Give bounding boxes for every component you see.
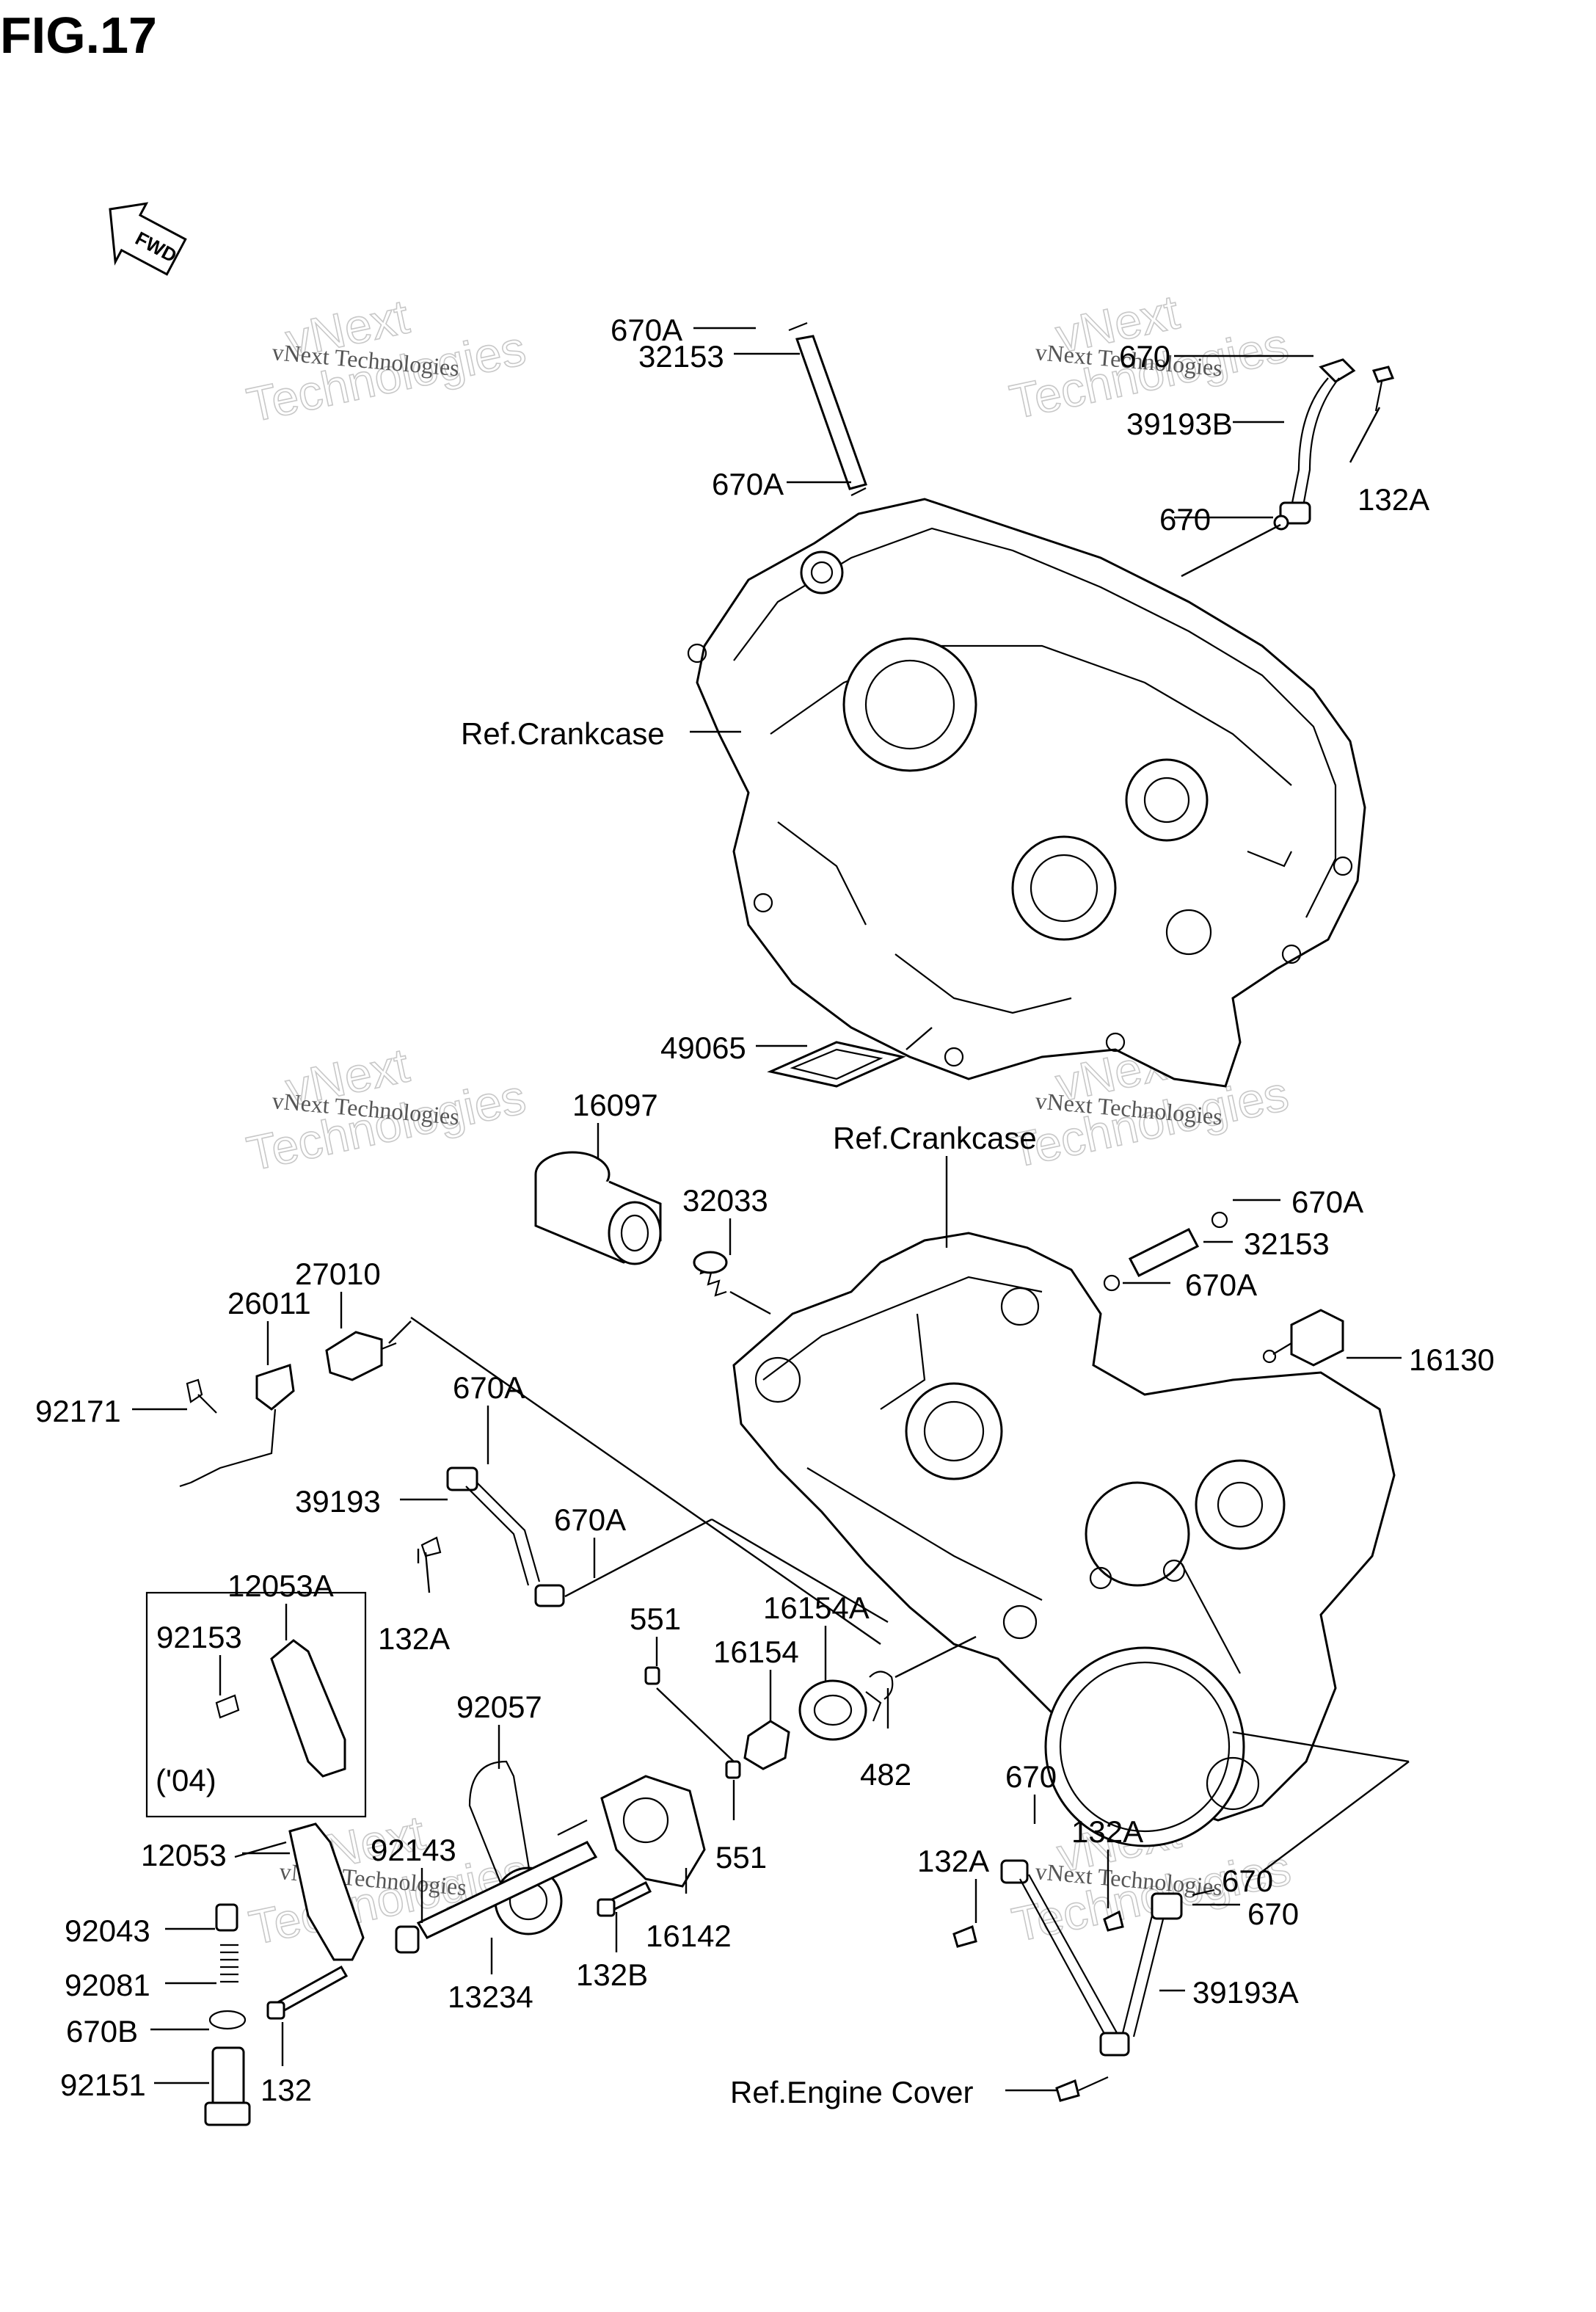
oil-pump bbox=[557, 1775, 706, 1888]
label-670A-top: 670A bbox=[611, 313, 682, 347]
label-670B: 670B bbox=[66, 2014, 138, 2049]
bolt-132B bbox=[597, 1880, 652, 1917]
upper-crankcase bbox=[687, 498, 1366, 1088]
label-670A-right1: 670A bbox=[1291, 1185, 1363, 1219]
label-ref-engine-cover: Ref.Engine Cover bbox=[730, 2075, 974, 2109]
label-12053: 12053 bbox=[141, 1838, 227, 1872]
label-49065: 49065 bbox=[660, 1030, 746, 1065]
label-27010: 27010 bbox=[295, 1257, 381, 1291]
label-39193B: 39193B bbox=[1126, 407, 1233, 441]
label-16142: 16142 bbox=[646, 1919, 732, 1953]
label-670A-right2: 670A bbox=[1185, 1268, 1257, 1302]
pump-rotors bbox=[743, 1679, 882, 1770]
label-670A-top2: 670A bbox=[712, 467, 784, 501]
oil-pressure-switch bbox=[325, 1331, 397, 1381]
label-551-b: 551 bbox=[715, 1840, 767, 1875]
label-16154: 16154 bbox=[713, 1635, 799, 1669]
label-92043: 92043 bbox=[65, 1913, 150, 1948]
plug-16130 bbox=[1262, 1309, 1344, 1367]
figure-title: FIG.17 bbox=[0, 7, 157, 64]
label-39193A: 39193A bbox=[1192, 1975, 1299, 2010]
bolt-132 bbox=[266, 1965, 349, 2020]
label-92081: 92081 bbox=[65, 1968, 150, 2002]
label-670-right2: 670 bbox=[1222, 1864, 1273, 1898]
circlip-482 bbox=[869, 1671, 894, 1700]
label-ref-crankcase-upper: Ref.Crankcase bbox=[461, 716, 665, 751]
pipe-39193 bbox=[420, 1466, 565, 1607]
label-32153-top: 32153 bbox=[638, 339, 724, 374]
clamp-92171 bbox=[186, 1378, 217, 1414]
label-670A-mid1: 670A bbox=[453, 1370, 525, 1405]
label-482: 482 bbox=[860, 1757, 911, 1792]
oil-filter bbox=[534, 1151, 662, 1265]
label-26011: 26011 bbox=[227, 1286, 311, 1320]
label-132A-right2: 132A bbox=[917, 1844, 989, 1878]
watermark-top-right: vNext Technologies bbox=[1005, 283, 1294, 429]
pipe-39193B bbox=[1273, 358, 1395, 531]
label-32153-right: 32153 bbox=[1244, 1226, 1330, 1261]
chain-guide-12053 bbox=[288, 1822, 365, 1961]
fwd-arrow-icon: FWD bbox=[109, 202, 187, 276]
label-132B: 132B bbox=[576, 1957, 648, 1992]
leader-lines bbox=[132, 327, 1410, 2092]
label-132A-right1: 132A bbox=[1071, 1814, 1143, 1849]
label-16154A: 16154A bbox=[763, 1591, 870, 1625]
label-92057: 92057 bbox=[456, 1690, 542, 1724]
label-670A-mid2: 670A bbox=[554, 1502, 626, 1537]
relief-valve-parts bbox=[204, 1903, 251, 2126]
label-92143: 92143 bbox=[371, 1833, 456, 1867]
label-132A-mid: 132A bbox=[378, 1621, 450, 1656]
label-670-right3: 670 bbox=[1247, 1897, 1299, 1931]
inset-box-2004 bbox=[145, 1591, 367, 1818]
label-670-top: 670 bbox=[1119, 339, 1170, 374]
pipe-32153-top bbox=[788, 321, 867, 496]
label-132A-top: 132A bbox=[1358, 482, 1429, 517]
label-92151: 92151 bbox=[60, 2068, 146, 2102]
pipe-32153-right bbox=[1103, 1211, 1228, 1292]
label-132: 132 bbox=[260, 2073, 312, 2107]
label-year-note: ('04) bbox=[156, 1763, 216, 1797]
label-16130: 16130 bbox=[1409, 1342, 1495, 1377]
spring-32033 bbox=[693, 1251, 728, 1297]
label-39193: 39193 bbox=[295, 1484, 381, 1519]
label-32033: 32033 bbox=[682, 1183, 768, 1218]
pump-shaft bbox=[395, 1841, 598, 1954]
label-16097: 16097 bbox=[572, 1088, 658, 1122]
pipe-39193A bbox=[952, 1859, 1183, 2102]
label-551-a: 551 bbox=[630, 1602, 681, 1636]
label-92171: 92171 bbox=[35, 1394, 121, 1428]
label-ref-crankcase-lower: Ref.Crankcase bbox=[833, 1121, 1037, 1155]
label-13234: 13234 bbox=[448, 1980, 533, 2014]
oil-strainer bbox=[767, 1041, 906, 1088]
label-670-top2: 670 bbox=[1159, 502, 1211, 537]
label-92153: 92153 bbox=[156, 1620, 242, 1654]
lower-crankcase bbox=[732, 1232, 1396, 1847]
switch-cap-and-lead bbox=[179, 1364, 295, 1488]
label-12053A: 12053A bbox=[227, 1568, 334, 1603]
label-670-right: 670 bbox=[1005, 1759, 1057, 1794]
